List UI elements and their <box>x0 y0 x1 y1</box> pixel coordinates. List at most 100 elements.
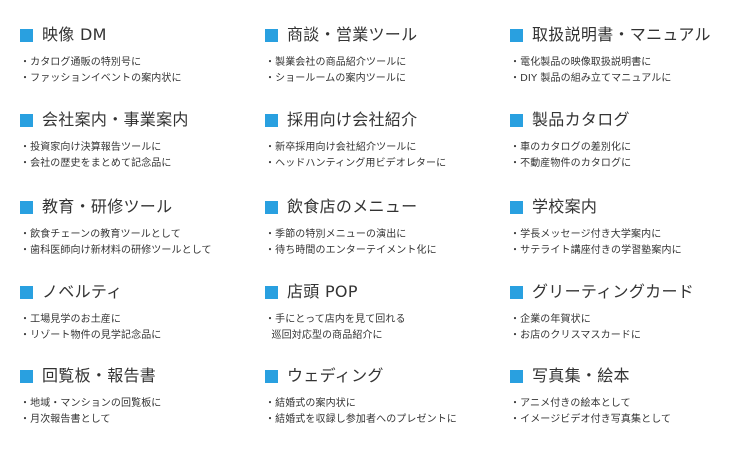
list-item: 巡回対応型の商品紹介に <box>265 330 383 341</box>
use-case-heading: 映像 DM <box>20 24 250 46</box>
use-case-title: 取扱説明書・マニュアル <box>532 25 711 44</box>
use-case-wedding: ウェディング ・結婚式の案内状に ・結婚式を収録し参加者へのプレゼントに <box>265 365 495 428</box>
use-case-list: ・学長メッセージ付き大学案内に ・サテライト講座付きの学習塾案内に <box>510 227 734 259</box>
list-item: ・車のカタログの差別化に <box>510 142 632 153</box>
blue-square-icon <box>265 113 278 127</box>
use-case-list: ・製業会社の商品紹介ツールに ・ショールームの案内ツールに <box>265 55 495 87</box>
list-item: ・学長メッセージ付き大学案内に <box>510 229 662 240</box>
use-case-title: 学校案内 <box>532 197 598 216</box>
use-case-title: グリーティングカード <box>532 282 695 301</box>
use-case-title: 採用向け会社紹介 <box>287 110 418 129</box>
use-case-heading: ノベルティ <box>20 281 250 303</box>
use-case-list: ・手にとって店内を見て回れる 巡回対応型の商品紹介に <box>265 312 495 344</box>
use-case-title: 製品カタログ <box>532 110 630 129</box>
use-case-list: ・企業の年賀状に ・お店のクリスマスカードに <box>510 312 734 344</box>
use-case-photo-book: 写真集・絵本 ・アニメ付きの絵本として ・イメージビデオ付き写真集として <box>510 365 734 428</box>
list-item: ・お店のクリスマスカードに <box>510 330 641 341</box>
list-item: ・月次報告書として <box>20 414 111 425</box>
list-item: ・手にとって店内を見て回れる <box>265 314 406 325</box>
use-case-list: ・車のカタログの差別化に ・不動産物件のカタログに <box>510 140 734 172</box>
use-case-heading: 会社案内・事業案内 <box>20 109 250 131</box>
use-case-list: ・新卒採用向け会社紹介ツールに ・ヘッドハンティング用ビデオレターに <box>265 140 495 172</box>
use-case-heading: 採用向け会社紹介 <box>265 109 495 131</box>
use-case-manual: 取扱説明書・マニュアル ・電化製品の映像取扱説明書に ・DIY 製品の組み立てマ… <box>510 24 734 87</box>
blue-square-icon <box>20 285 33 299</box>
use-case-list: ・結婚式の案内状に ・結婚式を収録し参加者へのプレゼントに <box>265 396 495 428</box>
list-item: ・歯科医師向け新材料の研修ツールとして <box>20 245 212 256</box>
use-case-title: 回覧板・報告書 <box>42 366 157 385</box>
use-case-heading: 学校案内 <box>510 196 734 218</box>
list-item: ・カタログ通販の特別号に <box>20 57 142 68</box>
list-item: ・結婚式を収録し参加者へのプレゼントに <box>265 414 457 425</box>
use-case-list: ・飲食チェーンの教育ツールとして ・歯科医師向け新材料の研修ツールとして <box>20 227 250 259</box>
use-case-sales-tool: 商談・営業ツール ・製業会社の商品紹介ツールに ・ショールームの案内ツールに <box>265 24 495 87</box>
blue-square-icon <box>510 28 523 42</box>
use-case-video-dm: 映像 DM ・カタログ通販の特別号に ・ファッションイベントの案内状に <box>20 24 250 87</box>
use-case-company-profile: 会社案内・事業案内 ・投資家向け決算報告ツールに ・会社の歴史をまとめて記念品に <box>20 109 250 172</box>
use-case-heading: 写真集・絵本 <box>510 365 734 387</box>
list-item: ・製業会社の商品紹介ツールに <box>265 57 407 68</box>
blue-square-icon <box>265 28 278 42</box>
blue-square-icon <box>20 113 33 127</box>
use-case-store-pop: 店頭 POP ・手にとって店内を見て回れる 巡回対応型の商品紹介に <box>265 281 495 344</box>
use-case-heading: 製品カタログ <box>510 109 734 131</box>
use-case-circular-report: 回覧板・報告書 ・地域・マンションの回覧板に ・月次報告書として <box>20 365 250 428</box>
use-case-heading: ウェディング <box>265 365 495 387</box>
use-case-heading: 店頭 POP <box>265 281 495 303</box>
list-item: ・地域・マンションの回覧板に <box>20 398 162 409</box>
use-case-training: 教育・研修ツール ・飲食チェーンの教育ツールとして ・歯科医師向け新材料の研修ツ… <box>20 196 250 259</box>
list-item: ・新卒採用向け会社紹介ツールに <box>265 142 417 153</box>
list-item: ・飲食チェーンの教育ツールとして <box>20 229 181 240</box>
use-case-title: 商談・営業ツール <box>287 25 418 44</box>
blue-square-icon <box>20 200 33 214</box>
blue-square-icon <box>510 200 523 214</box>
use-case-heading: グリーティングカード <box>510 281 734 303</box>
use-case-heading: 教育・研修ツール <box>20 196 250 218</box>
use-case-list: ・投資家向け決算報告ツールに ・会社の歴史をまとめて記念品に <box>20 140 250 172</box>
use-case-title: 店頭 POP <box>287 282 358 301</box>
use-case-title: 飲食店のメニュー <box>287 197 418 216</box>
use-case-greeting-card: グリーティングカード ・企業の年賀状に ・お店のクリスマスカードに <box>510 281 734 344</box>
list-item: ・会社の歴史をまとめて記念品に <box>20 158 172 169</box>
use-case-title: 映像 DM <box>42 25 107 44</box>
use-case-title: 写真集・絵本 <box>532 366 630 385</box>
use-case-title: ノベルティ <box>42 282 123 301</box>
use-case-recruiting: 採用向け会社紹介 ・新卒採用向け会社紹介ツールに ・ヘッドハンティング用ビデオレ… <box>265 109 495 172</box>
list-item: ・不動産物件のカタログに <box>510 158 632 169</box>
blue-square-icon <box>510 285 523 299</box>
list-item: ・待ち時間のエンターテイメント化に <box>265 245 437 256</box>
blue-square-icon <box>510 113 523 127</box>
use-case-list: ・地域・マンションの回覧板に ・月次報告書として <box>20 396 250 428</box>
blue-square-icon <box>20 28 33 42</box>
blue-square-icon <box>265 369 278 383</box>
list-item: ・アニメ付きの絵本として <box>510 398 631 409</box>
list-item: ・DIY 製品の組み立てマニュアルに <box>510 73 672 84</box>
list-item: ・投資家向け決算報告ツールに <box>20 142 162 153</box>
list-item: ・サテライト講座付きの学習塾案内に <box>510 245 682 256</box>
list-item: ・結婚式の案内状に <box>265 398 356 409</box>
list-item: ・工場見学のお土産に <box>20 314 121 325</box>
use-case-list: ・カタログ通販の特別号に ・ファッションイベントの案内状に <box>20 55 250 87</box>
use-case-title: ウェディング <box>287 366 384 385</box>
list-item: ・企業の年賀状に <box>510 314 591 325</box>
use-case-heading: 取扱説明書・マニュアル <box>510 24 734 46</box>
use-case-heading: 回覧板・報告書 <box>20 365 250 387</box>
list-item: ・ファッションイベントの案内状に <box>20 73 182 84</box>
use-case-heading: 飲食店のメニュー <box>265 196 495 218</box>
use-case-title: 教育・研修ツール <box>42 197 173 216</box>
use-case-list: ・電化製品の映像取扱説明書に ・DIY 製品の組み立てマニュアルに <box>510 55 734 87</box>
use-case-novelty: ノベルティ ・工場見学のお土産に ・リゾート物件の見学記念品に <box>20 281 250 344</box>
list-item: ・リゾート物件の見学記念品に <box>20 330 162 341</box>
list-item: ・イメージビデオ付き写真集として <box>510 414 672 425</box>
use-case-heading: 商談・営業ツール <box>265 24 495 46</box>
blue-square-icon <box>265 285 278 299</box>
use-case-list: ・工場見学のお土産に ・リゾート物件の見学記念品に <box>20 312 250 344</box>
use-case-school-guide: 学校案内 ・学長メッセージ付き大学案内に ・サテライト講座付きの学習塾案内に <box>510 196 734 259</box>
use-case-restaurant-menu: 飲食店のメニュー ・季節の特別メニューの演出に ・待ち時間のエンターテイメント化… <box>265 196 495 259</box>
use-case-title: 会社案内・事業案内 <box>42 110 189 129</box>
list-item: ・季節の特別メニューの演出に <box>265 229 407 240</box>
use-case-list: ・季節の特別メニューの演出に ・待ち時間のエンターテイメント化に <box>265 227 495 259</box>
blue-square-icon <box>20 369 33 383</box>
list-item: ・電化製品の映像取扱説明書に <box>510 57 652 68</box>
